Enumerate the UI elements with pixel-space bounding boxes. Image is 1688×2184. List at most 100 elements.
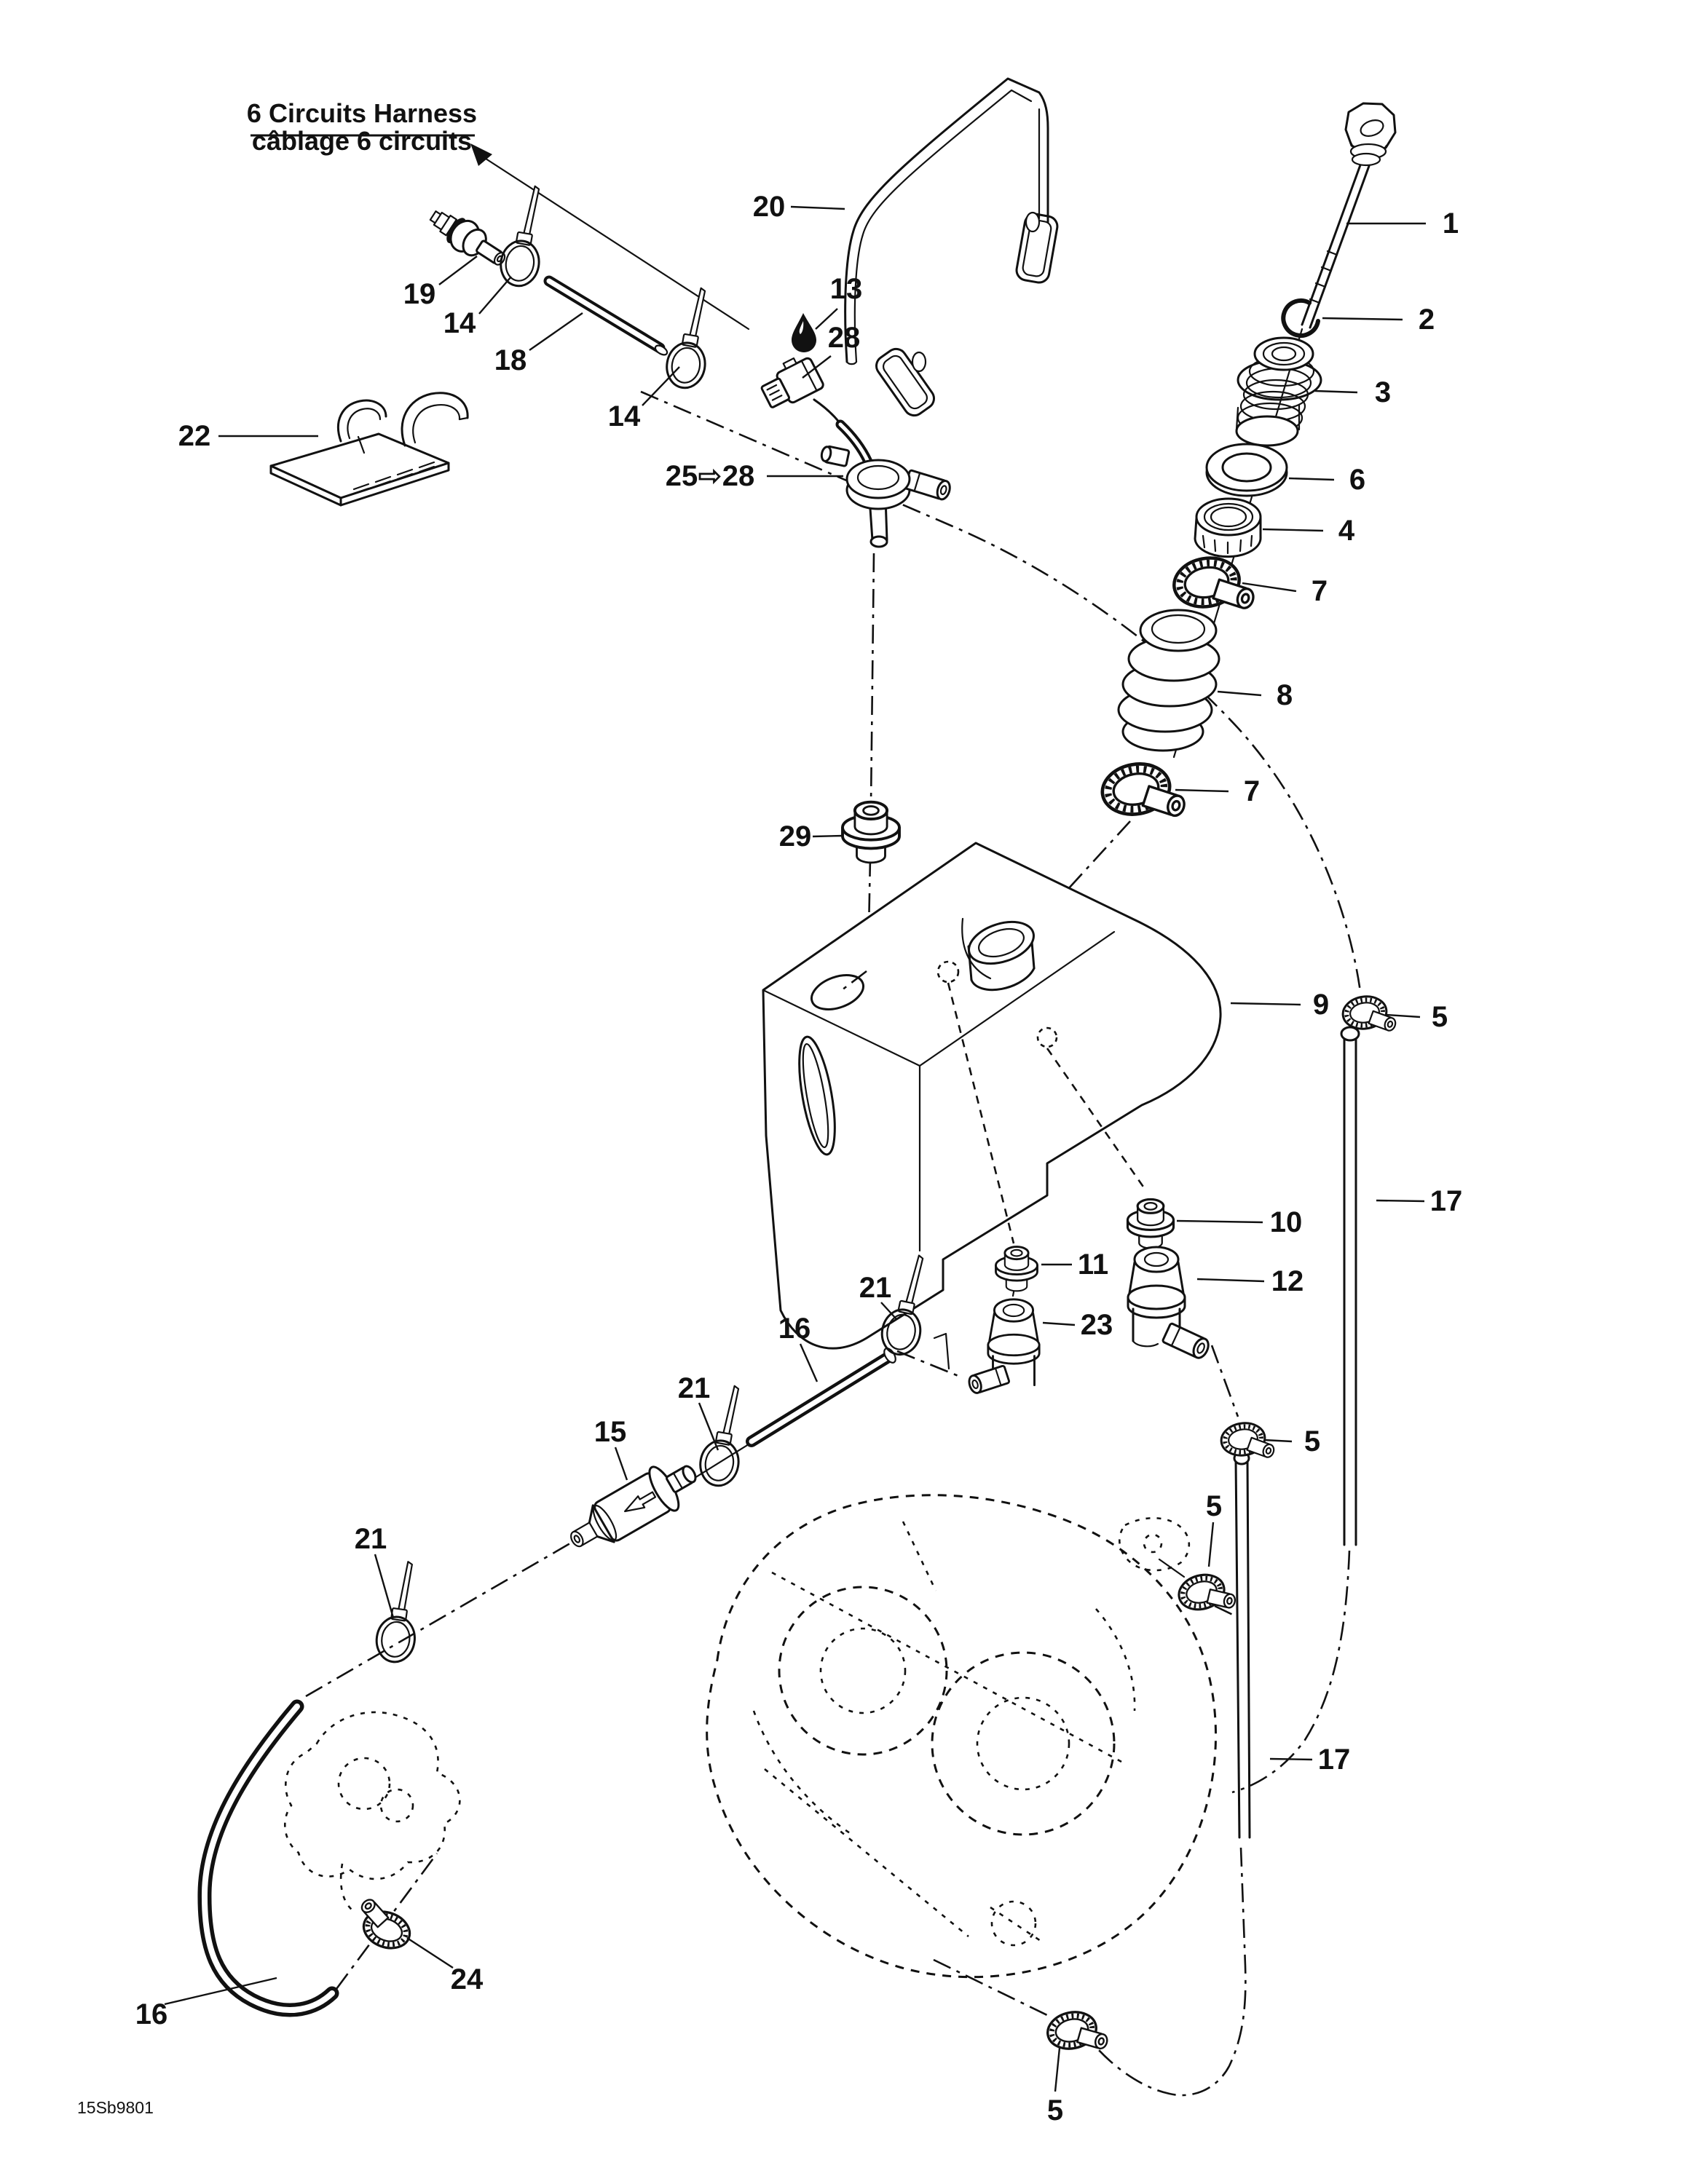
cable-tie-14-left bbox=[496, 181, 553, 290]
hold-down-strap bbox=[844, 77, 1059, 417]
leader-16b bbox=[164, 1977, 277, 2006]
engine-fitting-bottom bbox=[990, 1900, 1044, 1947]
callout-21b: 21 bbox=[678, 1372, 711, 1404]
leader-14a bbox=[478, 276, 512, 314]
callout-18: 18 bbox=[494, 344, 527, 376]
callout-3: 3 bbox=[1375, 376, 1391, 408]
leader-5b bbox=[1207, 1522, 1215, 1567]
leader-23 bbox=[1042, 1321, 1076, 1326]
leader-21c bbox=[374, 1554, 395, 1618]
leader-21b bbox=[698, 1402, 719, 1451]
callout-7a: 7 bbox=[1312, 575, 1328, 607]
leader-19 bbox=[438, 256, 478, 285]
leader-17b bbox=[1269, 1757, 1313, 1761]
leader-7a bbox=[1242, 582, 1297, 593]
callout-12: 12 bbox=[1271, 1265, 1304, 1297]
grommet-29 bbox=[841, 800, 901, 864]
oil-hose-16-lower bbox=[197, 1699, 339, 2017]
callout-23: 23 bbox=[1081, 1309, 1113, 1341]
callout-9: 9 bbox=[1313, 989, 1329, 1021]
oil-tube-17-left bbox=[1233, 1451, 1251, 1839]
callout-19: 19 bbox=[403, 278, 436, 310]
harness-label-fr: câblage 6 circuits bbox=[252, 126, 472, 156]
oil-level-sensor bbox=[429, 210, 506, 266]
oil-drop-icon bbox=[792, 313, 816, 352]
leader-28 bbox=[802, 355, 832, 379]
callout-13: 13 bbox=[830, 273, 863, 305]
oil-pump-outline bbox=[284, 1711, 461, 1912]
vent-line-into-tank bbox=[841, 970, 867, 992]
leader-21a bbox=[880, 1302, 897, 1320]
leader-5d bbox=[1054, 2047, 1061, 2092]
leader-16a bbox=[799, 1343, 819, 1382]
hose-clamp-7-lower bbox=[1098, 756, 1190, 831]
dipstick-cap bbox=[1301, 102, 1397, 329]
callout-5b: 5 bbox=[1206, 1490, 1222, 1522]
callout-8: 8 bbox=[1277, 679, 1293, 711]
leader-17a bbox=[1376, 1199, 1425, 1203]
callout-16a: 16 bbox=[778, 1313, 811, 1345]
drawing-code: 15Sb9801 bbox=[77, 2098, 154, 2117]
callout-17b: 17 bbox=[1318, 1744, 1351, 1776]
harness-note-arrow bbox=[470, 143, 750, 331]
callout-14b: 14 bbox=[608, 400, 641, 432]
callout-15: 15 bbox=[594, 1416, 627, 1448]
leader-24 bbox=[406, 1936, 454, 1969]
filler-bellows bbox=[1117, 609, 1220, 752]
callout-20: 20 bbox=[753, 191, 786, 223]
leader-15 bbox=[614, 1447, 628, 1481]
leader-6 bbox=[1288, 477, 1335, 481]
clamp-24 bbox=[349, 1895, 417, 1954]
callout-21a: 21 bbox=[859, 1272, 892, 1304]
leader-3 bbox=[1314, 389, 1358, 394]
leader-10 bbox=[1176, 1219, 1263, 1224]
callout-1: 1 bbox=[1443, 207, 1459, 240]
grommet-11 bbox=[995, 1246, 1038, 1292]
oil-tank bbox=[762, 842, 1222, 1350]
leader-7b bbox=[1175, 788, 1229, 793]
callout-2: 2 bbox=[1419, 304, 1435, 336]
leader-13 bbox=[815, 308, 838, 330]
leader-2 bbox=[1322, 317, 1403, 321]
callout-11: 11 bbox=[1078, 1249, 1108, 1281]
engine-crankcase-outline bbox=[706, 1494, 1218, 1979]
callout-22: 22 bbox=[178, 420, 211, 452]
callout-17a: 17 bbox=[1430, 1185, 1463, 1217]
callout-10: 10 bbox=[1270, 1206, 1303, 1238]
harness-clip bbox=[269, 392, 469, 507]
leader-14b bbox=[642, 366, 680, 406]
retaining-nut bbox=[1194, 497, 1262, 558]
leader-5c bbox=[1263, 1439, 1293, 1443]
tee-fitting bbox=[820, 445, 951, 548]
vent-tube-18 bbox=[543, 275, 669, 356]
oil-hose-16-upper bbox=[746, 1348, 896, 1447]
oil-tube-17-right bbox=[1340, 1026, 1360, 1546]
engine-fitting-top bbox=[1119, 1517, 1191, 1572]
oil-filter bbox=[570, 1465, 697, 1548]
leader-20 bbox=[790, 205, 845, 210]
callout-29: 29 bbox=[779, 820, 812, 852]
elbow-fitting-23 bbox=[968, 1298, 1041, 1394]
leader-12 bbox=[1196, 1278, 1265, 1283]
callout-5d: 5 bbox=[1047, 2094, 1063, 2126]
harness-label-en: 6 Circuits Harness bbox=[247, 98, 477, 128]
filler-neck-fitting bbox=[1235, 336, 1322, 447]
leader-5a bbox=[1386, 1013, 1421, 1018]
leader-18 bbox=[529, 312, 583, 351]
callout-24: 24 bbox=[451, 1963, 484, 1995]
callout-4: 4 bbox=[1338, 515, 1355, 547]
elbow-fitting-12 bbox=[1127, 1246, 1210, 1359]
callout-21c: 21 bbox=[355, 1523, 387, 1555]
leader-9 bbox=[1230, 1002, 1301, 1006]
o-ring bbox=[1281, 298, 1320, 338]
connector-wire bbox=[813, 398, 873, 467]
callout-6: 6 bbox=[1349, 464, 1365, 496]
leader-8 bbox=[1217, 690, 1262, 697]
callout-14a: 14 bbox=[443, 307, 476, 339]
callout-2528: 25⇨28 bbox=[666, 460, 755, 492]
sensor-connector bbox=[760, 357, 824, 408]
leader-4 bbox=[1262, 528, 1324, 532]
